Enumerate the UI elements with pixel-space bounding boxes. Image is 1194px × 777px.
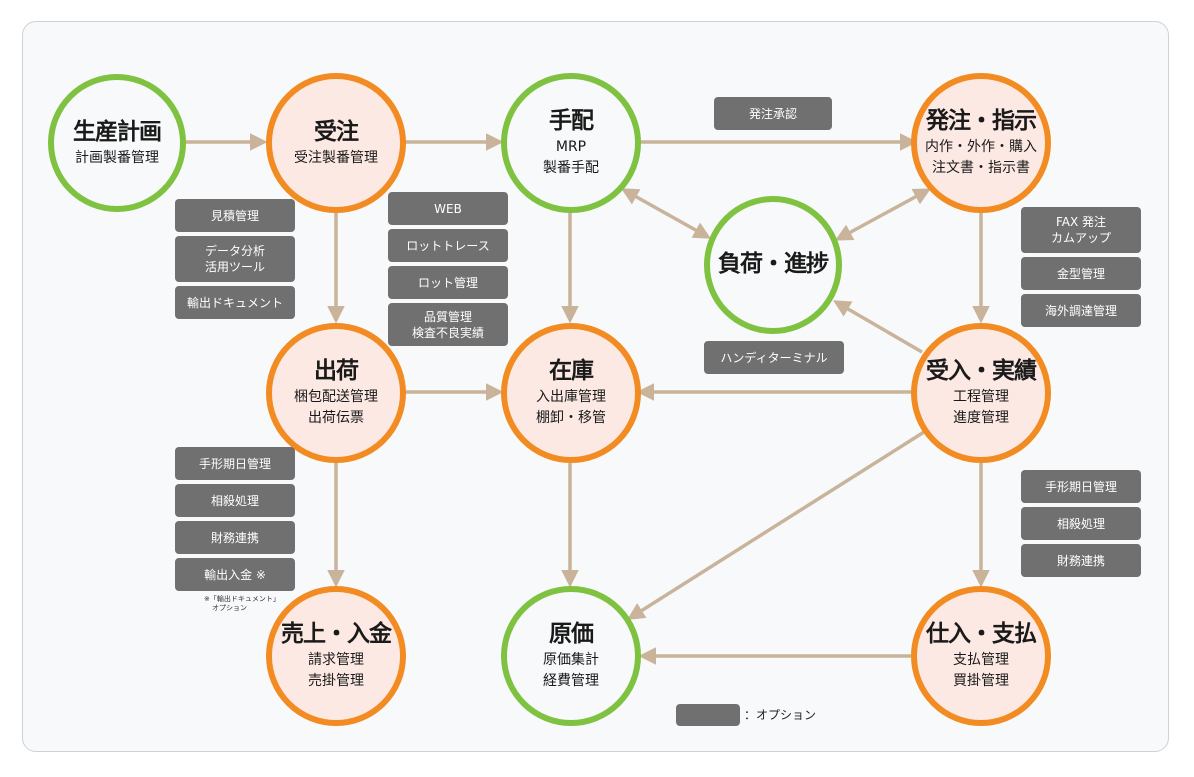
footnote: ※「輸出ドキュメント」 オプション (204, 595, 280, 613)
node-arrange: 手配 MRP 製番手配 (501, 73, 641, 213)
option-lot-trace: ロットトレース (388, 229, 508, 262)
node-title: 仕入・支払 (926, 621, 1037, 647)
node-sub: 棚卸・移管 (536, 410, 606, 426)
node-sub: 製番手配 (543, 160, 599, 176)
option-finance-right: 財務連携 (1021, 544, 1141, 577)
option-import-payment: 輸出入金 ※ (175, 558, 295, 591)
option-bill-due-left: 手形期日管理 (175, 447, 295, 480)
option-label: 活用ツール (204, 260, 265, 274)
node-title: 出荷 (314, 358, 359, 384)
node-title: 手配 (549, 108, 594, 134)
node-sub: 注文書・指示書 (932, 160, 1030, 176)
option-offset-left: 相殺処理 (175, 484, 295, 517)
option-label: カムアップ (1050, 231, 1111, 245)
arrow-receive-cost (627, 430, 925, 620)
node-title: 売上・入金 (281, 621, 392, 647)
node-order: 受注 受注製番管理 (266, 73, 406, 213)
node-sub: 進度管理 (953, 410, 1009, 426)
option-label: データ分析 (204, 244, 265, 258)
option-overseas: 海外調達管理 (1021, 294, 1141, 327)
option-order-approval: 発注承認 (714, 97, 832, 130)
node-sub: MRP (555, 139, 587, 155)
option-label: 海外調達管理 (1044, 303, 1117, 318)
node-sub: 工程管理 (953, 389, 1009, 405)
option-label: 輸出ドキュメント (186, 295, 283, 310)
node-sub: 入出庫管理 (536, 389, 606, 405)
option-label: 品質管理 (423, 309, 472, 324)
node-title: 原価 (549, 621, 594, 647)
node-title: 負荷・進捗 (718, 251, 829, 277)
node-title: 発注・指示 (926, 108, 1037, 134)
option-mold: 金型管理 (1021, 257, 1141, 290)
legend-label: ：オプション (744, 708, 817, 722)
option-export-docs: 輸出ドキュメント (175, 286, 295, 319)
node-sub: 経費管理 (543, 673, 599, 689)
node-inventory: 在庫 入出庫管理 棚卸・移管 (501, 323, 641, 463)
node-load-progress: 負荷・進捗 (704, 196, 842, 334)
node-sub: 買掛管理 (953, 673, 1009, 689)
node-title: 在庫 (549, 358, 594, 384)
option-label: ハンディターミナル (720, 350, 828, 365)
option-label: 相殺処理 (1056, 516, 1105, 531)
option-fax-order: FAX 発注 カムアップ (1021, 207, 1141, 253)
option-label: 手形期日管理 (198, 456, 271, 471)
node-sub: 受注製番管理 (294, 149, 378, 166)
node-production-plan: 生産計画 計画製番管理 (48, 74, 186, 212)
option-web: WEB (388, 192, 508, 225)
node-shipping: 出荷 梱包配送管理 出荷伝票 (266, 323, 406, 463)
option-quality: 品質管理 検査不良実績 (388, 303, 508, 346)
option-label: 手形期日管理 (1044, 479, 1117, 494)
node-purchase-order: 発注・指示 内作・外作・購入 注文書・指示書 (911, 73, 1051, 213)
node-sub: 梱包配送管理 (294, 389, 378, 405)
option-data-analysis: データ分析 活用ツール (175, 236, 295, 282)
arrow-receive-load (832, 300, 923, 354)
option-offset-right: 相殺処理 (1021, 507, 1141, 540)
arrow-purchase-load (834, 188, 932, 241)
node-sub: 支払管理 (953, 652, 1009, 668)
node-sub: 原価集計 (543, 652, 599, 668)
option-bill-due-right: 手形期日管理 (1021, 470, 1141, 503)
option-label: 財務連携 (210, 530, 259, 545)
option-label: FAX 発注 (1055, 215, 1107, 229)
option-lot-management: ロット管理 (388, 266, 508, 299)
node-title: 生産計画 (73, 118, 162, 145)
option-finance-left: 財務連携 (175, 521, 295, 554)
node-purchase-payment: 仕入・支払 支払管理 買掛管理 (911, 586, 1051, 726)
option-label: 発注承認 (748, 106, 797, 121)
option-label: 検査不良実績 (411, 325, 484, 340)
node-title: 受入・実績 (926, 358, 1037, 384)
option-label: WEB (434, 201, 462, 216)
node-sub: 計画製番管理 (75, 149, 159, 166)
option-label: 金型管理 (1056, 266, 1105, 281)
option-label: 見積管理 (210, 208, 259, 223)
node-sales-payment: 売上・入金 請求管理 売掛管理 (266, 586, 406, 726)
footnote-line: ※「輸出ドキュメント」 (204, 595, 280, 603)
option-label: 相殺処理 (210, 493, 259, 508)
option-label: ロット管理 (417, 275, 478, 290)
node-sub: 請求管理 (308, 652, 364, 668)
node-title: 受注 (314, 118, 359, 145)
node-cost: 原価 原価集計 経費管理 (501, 586, 641, 726)
option-label: ロットトレース (406, 238, 490, 253)
option-estimate: 見積管理 (175, 199, 295, 232)
node-sub: 内作・外作・購入 (925, 139, 1037, 155)
option-label: 輸出入金 ※ (204, 567, 266, 582)
arrow-arrange-load (620, 188, 712, 239)
option-handy-terminal: ハンディターミナル (704, 341, 844, 374)
node-sub: 出荷伝票 (308, 410, 364, 426)
node-receiving-results: 受入・実績 工程管理 進度管理 (911, 323, 1051, 463)
option-label: 財務連携 (1056, 553, 1105, 568)
footnote-line: オプション (212, 604, 247, 612)
node-sub: 売掛管理 (308, 673, 364, 689)
legend-swatch (676, 704, 740, 726)
